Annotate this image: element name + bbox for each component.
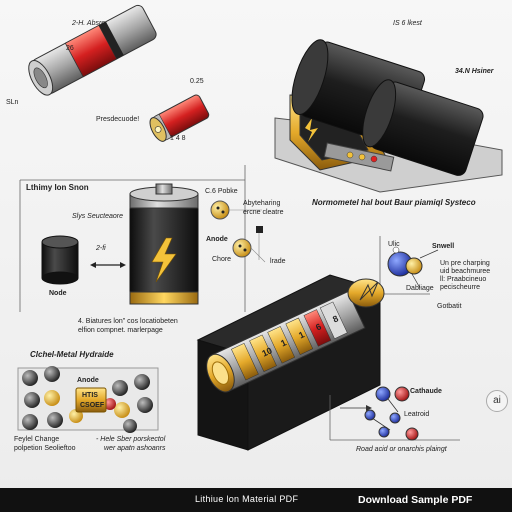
- molecule-blue-yellow: [379, 236, 439, 295]
- label-biatures: 4. Biatures lon" cos locatiobeten: [78, 318, 178, 325]
- label-charping: Un pre charping: [440, 260, 490, 267]
- battery-small-red: [149, 94, 210, 142]
- label-csoef: CSOEF: [80, 402, 105, 409]
- footer-material-link[interactable]: Lithiue lon Material PDF: [195, 494, 299, 504]
- battery-small-black: [41, 235, 79, 285]
- label-26: 26: [66, 45, 74, 52]
- battery-big-black-gold: [129, 183, 199, 305]
- nimh-lattice: [17, 366, 159, 433]
- label-leatroid: Leatroid: [404, 411, 430, 418]
- battery-silver-red: [28, 4, 157, 96]
- label-anode-nimh: Anode: [77, 377, 99, 384]
- label-cathaude: Cathaude: [410, 388, 442, 395]
- label-sln: SLn: [6, 99, 19, 106]
- battery-cutaway: [196, 274, 385, 451]
- label-hsiner: 34.N Hsiner: [455, 68, 494, 75]
- label-pecischeurre: pecischeurre: [440, 284, 481, 291]
- label-road-acid: Road acid or onarchis plaingt: [356, 446, 447, 453]
- footer-bar: Lithiue lon Material PDF Download Sample…: [0, 488, 512, 512]
- label-025: 0.25: [190, 78, 204, 85]
- label-lithium-ion: Lthimy Ion Snon: [26, 183, 89, 192]
- label-nimh: Clchel-Metal Hydraide: [30, 350, 114, 359]
- label-dabliage: Dabliage: [406, 285, 434, 292]
- label-hele: - Hele Sber porskectol: [96, 436, 166, 443]
- label-lrade: lrade: [270, 258, 286, 265]
- label-feylel: Feylel Change: [14, 436, 60, 443]
- label-polpetion: polpetion Seolieftoo: [14, 445, 76, 452]
- label-praabcineuo: ll: Praabcineuo: [440, 276, 487, 283]
- label-lkest: IS 6 lkest: [393, 20, 422, 27]
- label-2fi: 2-fi: [96, 245, 106, 252]
- label-c6-pobke: C.6 Pobke: [205, 188, 238, 195]
- molecule-network: [329, 386, 460, 441]
- ion-nodes: [210, 200, 266, 263]
- label-absre: 2-H. Absre: [72, 20, 106, 27]
- label-slys: Slys Seucteaore: [72, 213, 123, 220]
- battery-tray-assembly: [274, 39, 503, 193]
- label-ulic: Ulic: [388, 241, 400, 248]
- label-anode-mid: Anode: [206, 236, 228, 243]
- label-abytecharing: Abyteharing: [243, 200, 281, 207]
- label-tray-caption: Normometel hal bout Baur piamiql Systeco: [312, 198, 476, 207]
- download-sample-pdf-button[interactable]: Download Sample PDF: [358, 494, 473, 506]
- label-beachmuree: uid beachmuree: [440, 268, 491, 275]
- label-148: 1 4 8: [170, 135, 186, 142]
- label-wer: wer apatn ashoanrs: [104, 445, 166, 452]
- label-chore: Chore: [212, 256, 232, 263]
- battery-illustrations: [17, 4, 503, 451]
- ai-badge[interactable]: ai: [486, 390, 508, 412]
- label-presdecuode: Presdecuode!: [96, 116, 140, 123]
- label-htis: HTIS: [82, 392, 98, 399]
- label-elfion: elfion compnet. marlerpage: [78, 327, 163, 334]
- label-snwell: Snwell: [432, 243, 455, 250]
- label-node: Node: [49, 290, 67, 297]
- label-gotbatit: Gotbatit: [437, 303, 462, 310]
- label-ercne: ercne cleatre: [243, 209, 284, 216]
